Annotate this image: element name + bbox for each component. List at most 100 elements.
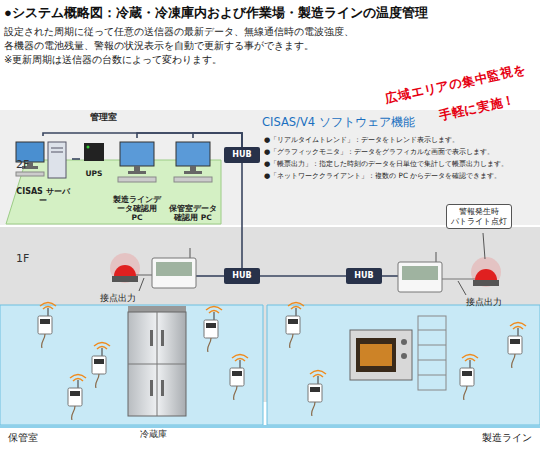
pc-icon — [174, 142, 212, 182]
patlite — [110, 253, 140, 283]
rack-shelf — [418, 360, 446, 361]
tower — [48, 142, 66, 178]
oven-knob — [401, 339, 407, 345]
alarm-callout: 警報発生時 パトライト点灯 — [446, 204, 512, 229]
stand-base — [128, 171, 146, 174]
feature-item: ●「リアルタイムトレンド」：データをトレンド表示します。 — [264, 136, 459, 145]
oven-body — [350, 330, 412, 380]
patlite-dome — [475, 269, 497, 280]
fridge-handle — [161, 380, 164, 396]
transmitter — [286, 303, 304, 349]
leader-lines — [139, 233, 485, 295]
transmitter — [204, 307, 222, 353]
lan-connector — [260, 275, 346, 277]
node-text: 管理室 — [90, 112, 117, 123]
monitor — [176, 142, 210, 166]
patlite — [471, 257, 501, 287]
fridge-body — [128, 312, 186, 416]
patlite-base — [112, 276, 138, 282]
lan-connector — [43, 133, 242, 147]
leader-line — [458, 281, 466, 295]
transmitter — [308, 371, 326, 417]
rack — [418, 316, 446, 390]
room-band: 管理室 CISAS サーバー UPS 製造ラインデータ確認用 PC保管室データ確認用 … — [6, 112, 221, 226]
contact-wire — [442, 278, 475, 279]
keyboard — [16, 172, 44, 176]
room-panel — [6, 160, 221, 224]
ups-box — [84, 143, 104, 161]
floor-bands — [0, 110, 540, 428]
pc-node: 製造ラインデータ確認用 PC — [110, 138, 164, 222]
receiver-unit — [152, 248, 196, 288]
ups-led — [87, 146, 90, 149]
patlite-dome — [114, 265, 136, 276]
equipment-label: 冷蔵庫 — [140, 429, 167, 440]
transmitter — [38, 303, 56, 349]
stand — [134, 166, 140, 171]
patlite-glow — [110, 253, 140, 283]
floor-label: 1F — [16, 252, 29, 265]
lan-connector — [137, 133, 242, 147]
slogan-text: 手軽に実施！ — [437, 92, 516, 123]
room-region: 製造ライン — [266, 302, 540, 448]
oven — [350, 330, 412, 380]
antenna — [436, 252, 437, 262]
fridge-handle — [150, 380, 153, 396]
node-text: HUB — [232, 271, 251, 281]
ups-icon — [84, 143, 104, 161]
hub-box: HUB — [224, 147, 260, 163]
patlite-glow — [471, 257, 501, 287]
node-text: UPS — [86, 169, 103, 178]
lan-connector — [193, 133, 242, 147]
rack-shelf — [418, 375, 446, 376]
tower-slot — [51, 152, 63, 153]
node-text: CISAS サーバー — [15, 187, 71, 206]
oven-window — [356, 338, 396, 372]
rack-shelf — [418, 330, 446, 331]
lan-connector — [241, 163, 243, 268]
transmitter — [92, 343, 110, 389]
lan-wire — [382, 275, 398, 277]
fridge-top — [128, 306, 186, 312]
oven-knob — [401, 353, 407, 359]
rack-frame — [418, 316, 446, 390]
fridge-handle — [161, 330, 164, 346]
keyboard — [118, 177, 156, 182]
receiver-body — [152, 258, 196, 288]
pc-icon — [118, 142, 156, 182]
antenna — [190, 248, 191, 258]
feature-heading: CISAS/V4 ソフトウェア機能 — [262, 116, 415, 130]
monitor — [120, 142, 154, 166]
transmitter — [508, 323, 526, 369]
stand-base — [184, 171, 202, 174]
contact-output-label: 接点出力 — [100, 293, 136, 304]
room-region: 保管室 — [0, 302, 264, 448]
note-text: ※更新周期は送信器の台数によって変わります。 — [4, 54, 222, 66]
node-text: 保管室 — [8, 432, 38, 444]
receiver-screen — [156, 262, 192, 276]
leader-line — [483, 233, 485, 259]
receiver-unit — [398, 252, 442, 292]
floor-label: 2F — [16, 158, 29, 171]
node-text: HUB — [354, 271, 373, 281]
leader-line — [139, 278, 144, 291]
feature-item: ●「帳票出力」：指定した時刻のデータを日単位で集計して帳票出力します。 — [264, 160, 508, 169]
description-text: 各機器の電池残量、警報の状況表示を自動で更新する事ができます。 — [4, 40, 314, 52]
line-floor — [267, 305, 540, 425]
transmitter — [68, 375, 86, 421]
refrigerator — [128, 306, 186, 416]
transmitter — [460, 355, 478, 401]
tower-slot — [51, 148, 63, 149]
floor-edge — [0, 425, 540, 428]
rack-shelf — [418, 345, 446, 346]
fridge-handle — [150, 330, 153, 346]
feature-item: ●「ネットワーククライアント」：複数の PC からデータを確認できます。 — [264, 172, 501, 181]
pc-node: 保管室データ確認用 PC — [166, 138, 220, 222]
server-node: CISAS サーバー — [14, 136, 72, 206]
patlite-base — [473, 280, 499, 286]
page-title: ●システム概略図：冷蔵・冷凍庫内および作業場・製造ラインの温度管理 — [4, 5, 428, 21]
receiver-screen — [402, 266, 438, 280]
server-icon — [16, 142, 66, 178]
keyboard — [174, 177, 212, 182]
